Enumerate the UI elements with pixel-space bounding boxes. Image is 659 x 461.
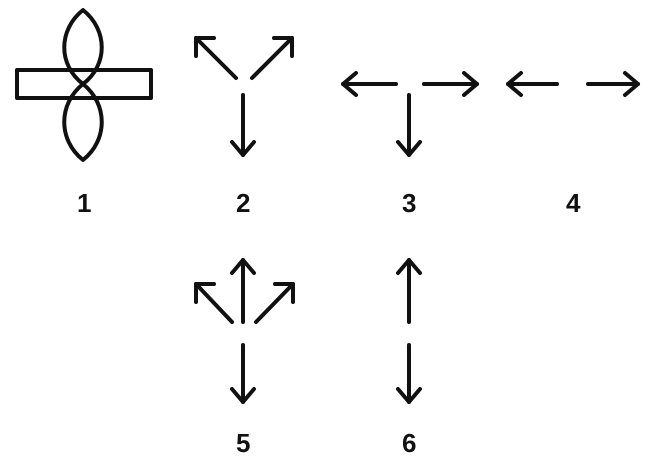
figure-3-arrowhead-right	[462, 71, 479, 97]
figure-4-arrowhead-left	[506, 71, 523, 97]
figure-3-arrowhead-down	[396, 140, 422, 157]
figure-6-label: 6	[402, 428, 416, 458]
figure-5-arrowhead-down	[230, 387, 256, 404]
figure-3-label: 3	[402, 188, 416, 218]
figure-1-rectangle	[15, 68, 153, 100]
figure-5-arrowhead-up-right	[273, 282, 295, 304]
figure-2-arrow-up-left	[194, 36, 238, 80]
figure-5-arrow-up-right	[254, 282, 295, 324]
figure-3-arrowhead-left	[341, 71, 358, 97]
figure-3	[341, 71, 479, 157]
figure-2	[194, 36, 294, 157]
figure-2-arrowhead-up-right	[272, 36, 294, 58]
figure-1-lower-petal	[62, 82, 104, 162]
figure-2-arrow-up-right	[250, 36, 294, 80]
figure-5	[194, 258, 295, 404]
figure-1-label: 1	[77, 188, 91, 218]
figure-5-arrowhead-up-left	[194, 282, 216, 304]
figure-5-label: 5	[236, 428, 250, 458]
figure-2-label: 2	[236, 188, 250, 218]
figure-4	[506, 71, 640, 97]
figure-5-arrowhead-up	[230, 258, 256, 275]
figure-6	[396, 258, 422, 404]
figure-2-arrowhead-up-left	[194, 36, 216, 58]
figure-2-arrowhead-down	[230, 140, 256, 157]
figure-1-upper-petal	[62, 8, 104, 86]
figure-6-arrowhead-up	[396, 258, 422, 275]
figure-4-arrowhead-right	[623, 71, 640, 97]
figure-5-arrow-up-left	[194, 282, 234, 324]
figure-6-arrowhead-down	[396, 387, 422, 404]
figure-1	[15, 8, 153, 162]
figure-4-label: 4	[566, 188, 581, 218]
